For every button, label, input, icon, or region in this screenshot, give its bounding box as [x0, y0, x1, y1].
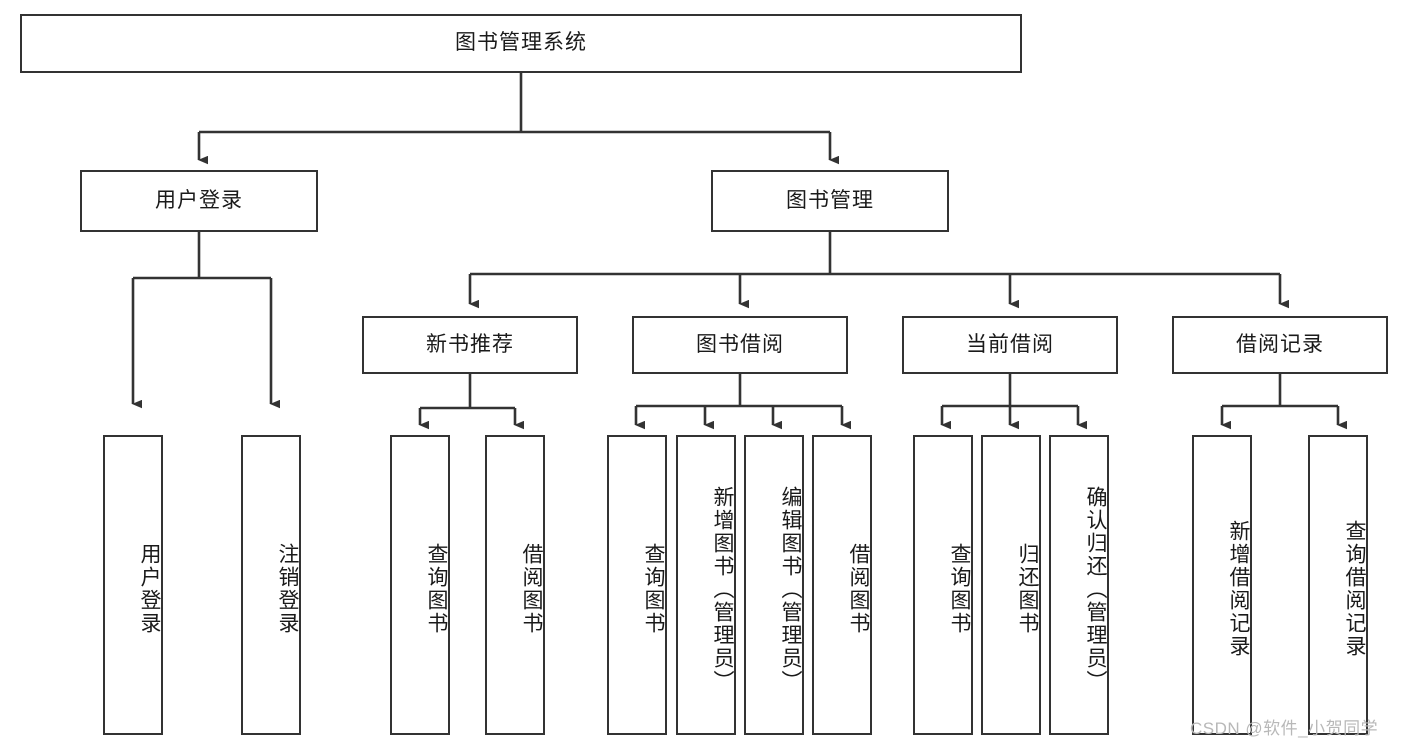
node-leaf-user-login-2-label: 注销登录	[276, 543, 299, 635]
node-new-book-rec-label: 新书推荐	[426, 332, 514, 356]
node-leaf-book-borrow-2[interactable]: 新增图书（管理员）	[676, 435, 736, 735]
node-book-borrow-label: 图书借阅	[696, 332, 784, 356]
node-leaf-user-login-1[interactable]: 用户登录	[103, 435, 163, 735]
node-root-label: 图书管理系统	[455, 31, 587, 55]
node-leaf-new-book-rec-1-label: 查询图书	[425, 543, 448, 635]
node-user-login[interactable]: 用户登录	[80, 170, 318, 232]
node-new-book-rec[interactable]: 新书推荐	[362, 316, 578, 374]
node-leaf-user-login-1-label: 用户登录	[138, 543, 161, 635]
node-leaf-borrow-record-2-label: 查询借阅记录	[1343, 520, 1366, 658]
node-leaf-book-borrow-1[interactable]: 查询图书	[607, 435, 667, 735]
csdn-watermark: CSDN @软件_小贺同学	[1190, 719, 1379, 738]
node-book-borrow[interactable]: 图书借阅	[632, 316, 848, 374]
node-leaf-user-login-2[interactable]: 注销登录	[241, 435, 301, 735]
node-leaf-book-borrow-4[interactable]: 借阅图书	[812, 435, 872, 735]
node-leaf-new-book-rec-1[interactable]: 查询图书	[390, 435, 450, 735]
node-leaf-new-book-rec-2[interactable]: 借阅图书	[485, 435, 545, 735]
node-book-manage[interactable]: 图书管理	[711, 170, 949, 232]
node-leaf-current-borrow-1-label: 查询图书	[948, 543, 971, 635]
node-leaf-book-borrow-3[interactable]: 编辑图书（管理员）	[744, 435, 804, 735]
node-leaf-current-borrow-1[interactable]: 查询图书	[913, 435, 973, 735]
node-leaf-borrow-record-1[interactable]: 新增借阅记录	[1192, 435, 1252, 735]
node-leaf-current-borrow-2-label: 归还图书	[1016, 543, 1039, 635]
node-user-login-label: 用户登录	[155, 188, 243, 212]
node-current-borrow-label: 当前借阅	[966, 332, 1054, 356]
node-book-manage-label: 图书管理	[786, 188, 874, 212]
node-leaf-current-borrow-2[interactable]: 归还图书	[981, 435, 1041, 735]
node-current-borrow[interactable]: 当前借阅	[902, 316, 1118, 374]
node-borrow-record[interactable]: 借阅记录	[1172, 316, 1388, 374]
node-leaf-borrow-record-1-label: 新增借阅记录	[1227, 520, 1250, 658]
node-leaf-current-borrow-3[interactable]: 确认归还（管理员）	[1049, 435, 1109, 735]
node-leaf-current-borrow-3-label: 确认归还（管理员）	[1084, 485, 1107, 693]
node-leaf-borrow-record-2[interactable]: 查询借阅记录	[1308, 435, 1368, 735]
node-leaf-book-borrow-2-label: 新增图书（管理员）	[711, 485, 734, 693]
node-leaf-book-borrow-1-label: 查询图书	[642, 543, 665, 635]
node-leaf-new-book-rec-2-label: 借阅图书	[520, 543, 543, 635]
node-leaf-book-borrow-3-label: 编辑图书（管理员）	[779, 485, 802, 693]
node-root[interactable]: 图书管理系统	[20, 14, 1022, 73]
node-leaf-book-borrow-4-label: 借阅图书	[847, 543, 870, 635]
node-borrow-record-label: 借阅记录	[1236, 332, 1324, 356]
